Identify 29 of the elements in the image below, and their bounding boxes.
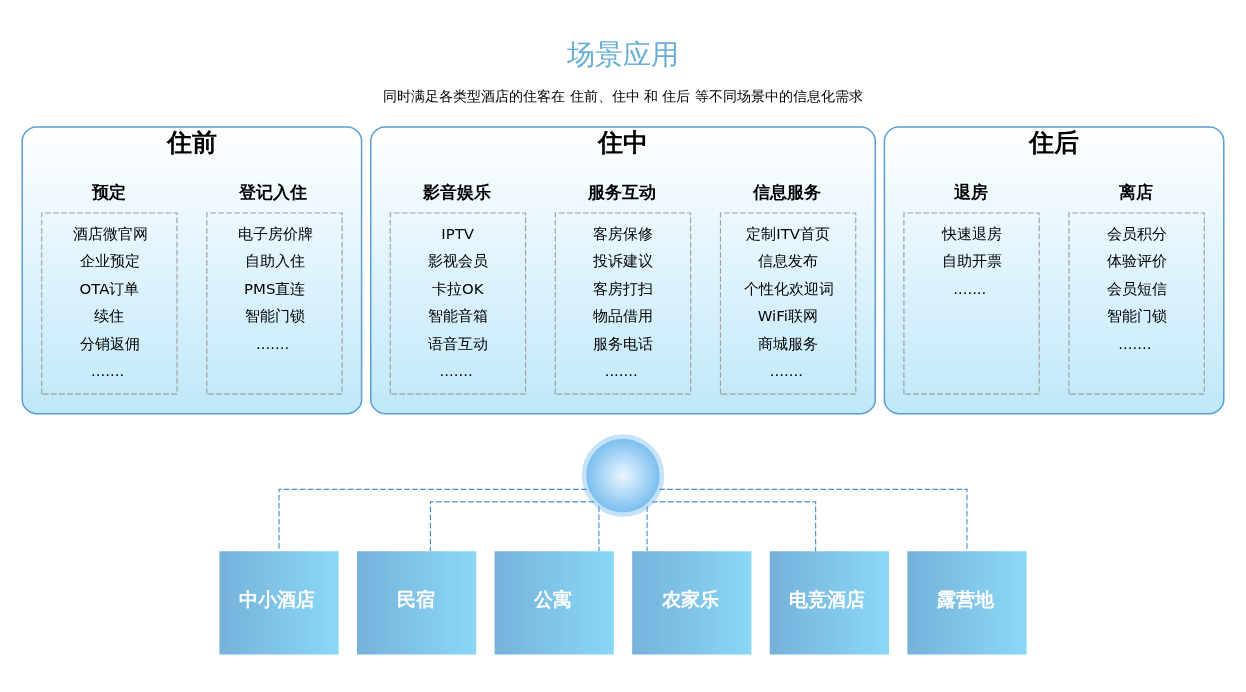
label: 同时满足各类型酒店的住客在 住前、住中 和 住后 等不同场景中的信息化需求 [383, 87, 863, 104]
node-circle [581, 434, 665, 517]
node-box: 酒店微官网 企业预定 OTA订单 续住 分销返佣 ....... [41, 212, 178, 395]
connector [651, 501, 817, 552]
node-label: 影音娱乐 [422, 182, 491, 203]
node-box: IPTV 影视会员 卡拉OK 智能音箱 语音互动 ....... [389, 212, 527, 395]
node-label: 信息服务 [753, 182, 822, 203]
node-box: 露营地 [907, 551, 1027, 655]
node-box: 定制ITV首页 信息发布 个性化欢迎词 WiFi联网 商城服务 ....... [719, 212, 857, 395]
node-box: 电子房价牌 自助入住 PMS直连 智能门锁 ....... [206, 212, 343, 395]
node-box: 客房保修 投诉建议 客房打扫 物品借用 服务电话 ....... [554, 212, 692, 395]
node-label: 服务互动 [588, 182, 657, 203]
node-box: 电竞酒店 [769, 551, 889, 655]
node-label: 退房 [953, 182, 988, 203]
node-box: 快速退房 自助开票 ....... [903, 212, 1040, 395]
connector [278, 488, 588, 552]
node-label: 登记入住 [239, 182, 308, 203]
node-label: 离店 [1118, 182, 1153, 203]
node-box: 会员积分 体验评价 会员短信 智能门锁 ....... [1068, 212, 1205, 395]
connector [429, 501, 595, 552]
diagram-title: 场景应用 [567, 38, 680, 71]
node-box: 农家乐 [632, 551, 752, 655]
connector [598, 505, 600, 552]
node-label: 预定 [91, 182, 126, 203]
connector [658, 488, 968, 552]
node-box: 公寓 [494, 551, 614, 655]
connector [646, 505, 648, 552]
node-box: 中小酒店 [219, 551, 339, 655]
node-box: 民宿 [357, 551, 477, 655]
